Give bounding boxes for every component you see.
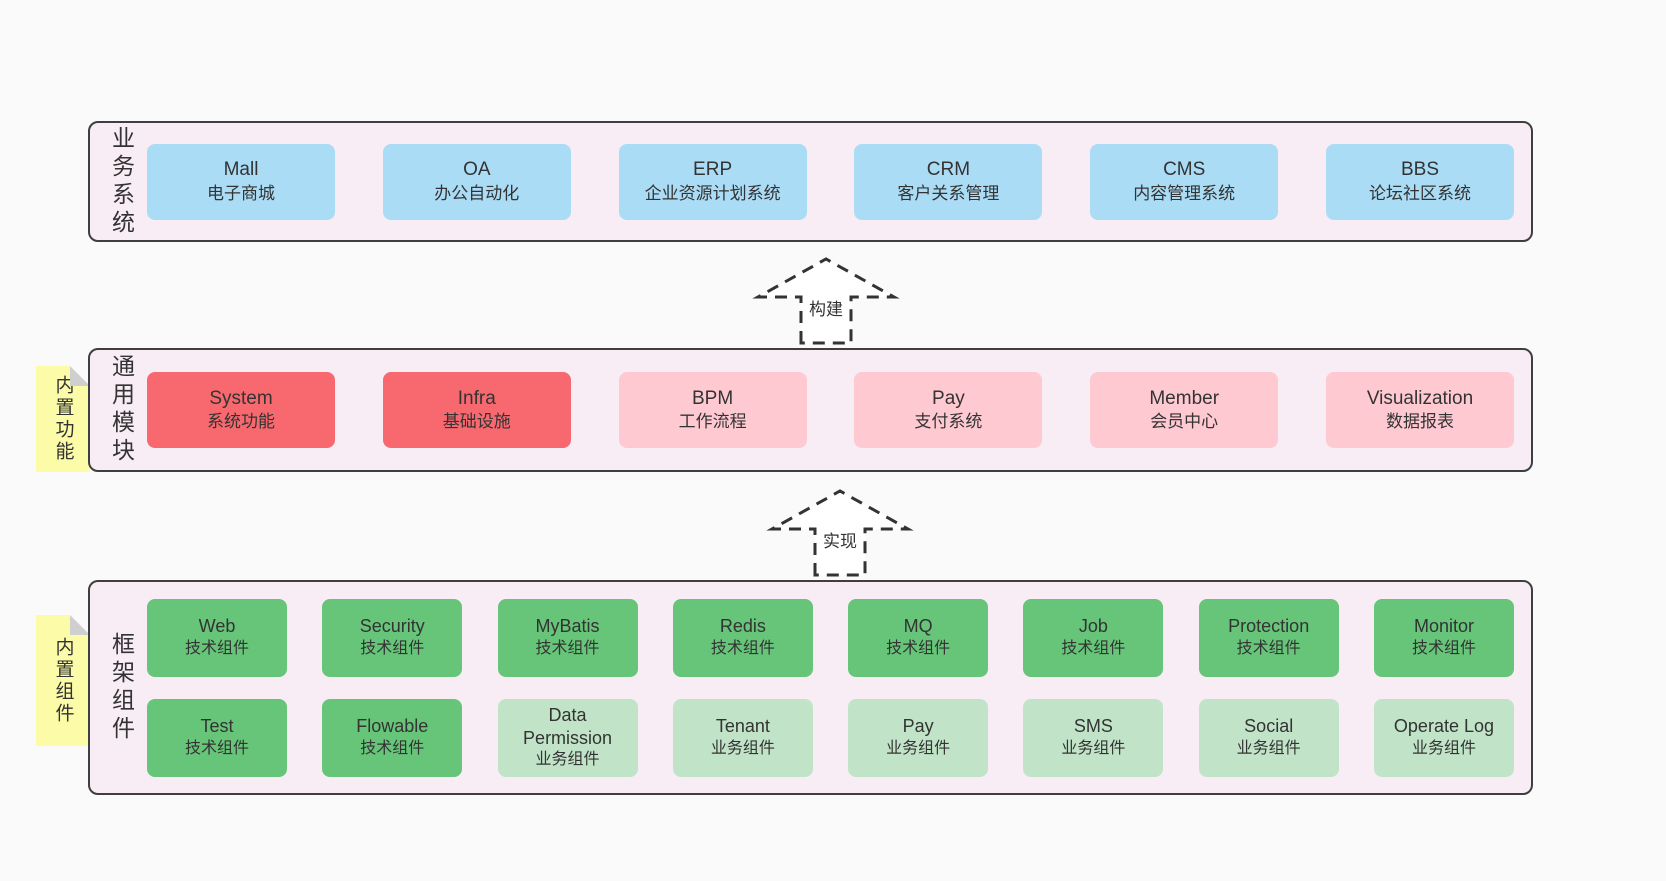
box-title: ERP	[693, 159, 733, 181]
box-title: Job	[1078, 616, 1108, 637]
box-title: Pay	[902, 716, 934, 737]
box-member: Member 会员中心	[1090, 372, 1279, 448]
box-subtitle: 工作流程	[678, 412, 747, 432]
band-common-modules-label: 通用模块	[108, 354, 135, 466]
box-mq: MQ 技术组件	[848, 598, 989, 677]
box-operate-log: Operate Log 业务组件	[1373, 698, 1514, 777]
sticky-built-in-features-label: 内置功能	[52, 375, 74, 463]
box-title: SMS	[1073, 716, 1113, 737]
box-title: Tenant	[715, 716, 770, 737]
box-title: CRM	[926, 159, 971, 181]
box-subtitle: 电子商城	[207, 183, 275, 203]
box-subtitle: 业务组件	[886, 739, 951, 757]
box-subtitle: 技术组件	[1061, 639, 1126, 657]
box-title: Mall	[223, 159, 259, 181]
box-title: BPM	[692, 387, 734, 409]
box-subtitle: 业务组件	[535, 751, 600, 769]
box-subtitle: 技术组件	[886, 639, 951, 657]
box-protection: Protection 技术组件	[1198, 598, 1339, 677]
box-visualization: Visualization 数据报表	[1325, 372, 1514, 448]
box-tenant: Tenant 业务组件	[672, 698, 813, 777]
box-subtitle: 企业资源计划系统	[644, 183, 781, 203]
box-subtitle: 办公自动化	[434, 183, 520, 203]
box-title: OA	[463, 159, 491, 181]
box-subtitle: 技术组件	[1411, 639, 1476, 657]
box-data-permission: Data Permission 业务组件	[497, 698, 638, 777]
box-subtitle: 技术组件	[360, 739, 425, 757]
box-subtitle: 会员中心	[1150, 412, 1219, 432]
box-subtitle: 内容管理系统	[1133, 183, 1236, 203]
box-subtitle: 数据报表	[1385, 412, 1454, 432]
arrow-build: 构建	[736, 255, 916, 345]
box-title: CMS	[1163, 159, 1206, 181]
box-infra: Infra 基础设施	[382, 372, 571, 448]
box-test: Test 技术组件	[147, 698, 287, 777]
box-bpm: BPM 工作流程	[618, 372, 807, 448]
box-title: Infra	[457, 387, 496, 409]
box-subtitle: 技术组件	[1236, 639, 1301, 657]
box-pay-component: Pay 业务组件	[848, 698, 989, 777]
band-business-systems: 业务系统 Mall 电子商城 OA 办公自动化 ERP 企业资源计划系统 CRM…	[88, 121, 1533, 242]
box-subtitle: 业务组件	[1236, 739, 1301, 757]
box-title: Social	[1244, 716, 1294, 737]
box-title: BBS	[1400, 159, 1439, 181]
box-erp: ERP 企业资源计划系统	[618, 143, 807, 220]
box-subtitle: 技术组件	[184, 739, 249, 757]
box-subtitle: 论坛社区系统	[1368, 183, 1471, 203]
arrow-implement-label: 实现	[820, 527, 860, 552]
box-title: Data Permission	[523, 704, 613, 749]
box-mall: Mall 电子商城	[147, 143, 335, 220]
box-title: Redis	[719, 616, 766, 637]
box-title: Web	[198, 616, 236, 637]
band-business-systems-label: 业务系统	[108, 125, 135, 238]
box-subtitle: 客户关系管理	[897, 183, 1000, 203]
box-bbs: BBS 论坛社区系统	[1325, 143, 1514, 220]
box-social: Social 业务组件	[1198, 698, 1339, 777]
box-title: Member	[1149, 387, 1220, 409]
box-subtitle: 技术组件	[710, 639, 775, 657]
box-security: Security 技术组件	[322, 598, 463, 677]
box-job: Job 技术组件	[1023, 598, 1164, 677]
box-subtitle: 基础设施	[442, 412, 511, 432]
box-title: Security	[359, 616, 425, 637]
box-subtitle: 业务组件	[1061, 739, 1126, 757]
arrow-build-label: 构建	[806, 295, 846, 320]
box-web: Web 技术组件	[147, 598, 287, 677]
box-title: Protection	[1228, 616, 1310, 637]
box-title: Flowable	[356, 716, 429, 737]
sticky-built-in-features: 内置功能	[36, 366, 90, 472]
box-subtitle: 业务组件	[710, 739, 775, 757]
sticky-built-in-components: 内置组件	[36, 615, 90, 746]
box-sms: SMS 业务组件	[1023, 698, 1164, 777]
box-subtitle: 系统功能	[207, 412, 275, 432]
box-monitor: Monitor 技术组件	[1373, 598, 1514, 677]
box-mybatis: MyBatis 技术组件	[497, 598, 638, 677]
band-framework-components: 框架组件 Web 技术组件 Security 技术组件 MyBatis 技术组件…	[88, 580, 1533, 795]
box-subtitle: 技术组件	[360, 639, 425, 657]
box-subtitle: 技术组件	[184, 639, 249, 657]
box-subtitle: 业务组件	[1411, 739, 1476, 757]
box-oa: OA 办公自动化	[382, 143, 571, 220]
box-subtitle: 支付系统	[914, 412, 983, 432]
box-crm: CRM 客户关系管理	[854, 143, 1043, 220]
box-title: Visualization	[1366, 387, 1474, 409]
box-title: MQ	[903, 616, 933, 637]
sticky-built-in-components-label: 内置组件	[52, 636, 74, 725]
box-title: System	[209, 387, 273, 409]
box-cms: CMS 内容管理系统	[1090, 143, 1279, 220]
arrow-implement: 实现	[750, 487, 930, 577]
box-subtitle: 技术组件	[535, 639, 600, 657]
box-redis: Redis 技术组件	[672, 598, 813, 677]
band-common-modules: 通用模块 System 系统功能 Infra 基础设施 BPM 工作流程 Pay…	[88, 348, 1533, 472]
box-pay-module: Pay 支付系统	[854, 372, 1043, 448]
box-title: Pay	[932, 387, 965, 409]
box-flowable: Flowable 技术组件	[322, 698, 463, 777]
band-framework-components-label: 框架组件	[108, 631, 135, 744]
box-title: Test	[200, 716, 234, 737]
box-title: Operate Log	[1393, 716, 1494, 737]
box-system: System 系统功能	[147, 372, 335, 448]
box-title: Monitor	[1413, 616, 1474, 637]
box-title: MyBatis	[535, 616, 600, 637]
